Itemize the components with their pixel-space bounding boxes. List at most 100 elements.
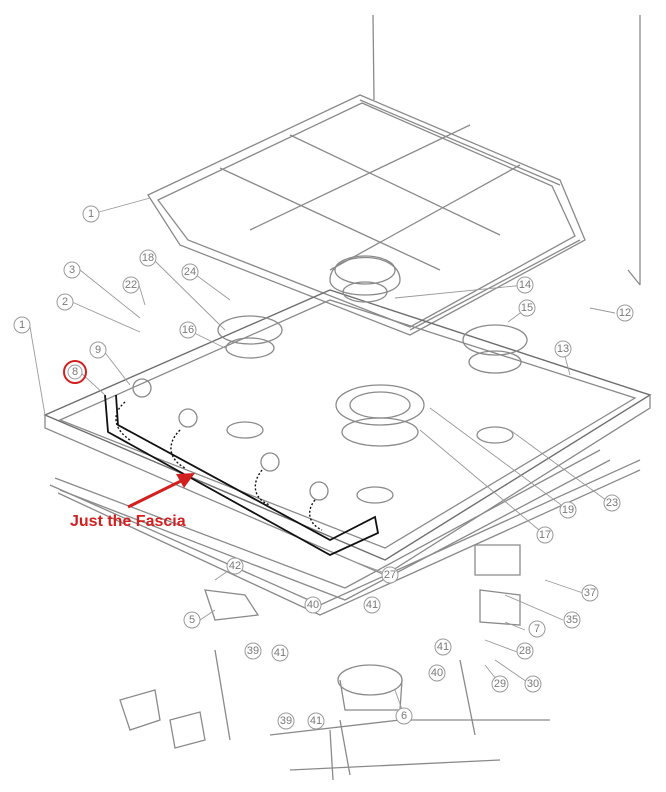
callout-bubble — [559, 501, 577, 519]
callout-label: 40 — [431, 667, 443, 679]
callout-bubble — [428, 664, 446, 682]
callout-1: 1 — [13, 316, 31, 334]
callout-3: 3 — [63, 261, 81, 279]
callout-label: 14 — [519, 279, 531, 291]
callout-15: 15 — [518, 299, 536, 317]
callout-bubble — [244, 642, 262, 660]
callout-bubble — [304, 596, 322, 614]
callout-label: 9 — [95, 344, 101, 356]
callout-bubble — [277, 712, 295, 730]
callout-12: 12 — [616, 304, 634, 322]
callout-bubble — [181, 263, 199, 281]
lower-components — [119, 544, 550, 781]
callout-17: 17 — [536, 526, 554, 544]
callout-42: 42 — [226, 557, 244, 575]
callout-label: 39 — [247, 645, 259, 657]
callout-bubble — [122, 276, 140, 294]
callouts: 1 — [82, 205, 100, 223]
burner-small-left — [217, 315, 283, 359]
callout-label: 37 — [584, 587, 596, 599]
callout-label: 1 — [88, 208, 94, 220]
callout-41: 41 — [271, 644, 289, 662]
callout-37: 37 — [581, 584, 599, 602]
callout-label: 6 — [401, 710, 407, 722]
callout-5: 5 — [183, 611, 201, 629]
callout-24: 24 — [181, 263, 199, 281]
callout-27: 27 — [381, 566, 399, 584]
burner-right — [462, 324, 528, 374]
callout-2: 2 — [56, 293, 74, 311]
callout-label: 3 — [69, 264, 75, 276]
callout-label: 23 — [606, 497, 618, 509]
callout-bubble — [536, 526, 554, 544]
annotation-label: Just the Fascia — [70, 513, 186, 530]
callout-label: 40 — [307, 599, 319, 611]
callout-16: 16 — [179, 321, 197, 339]
callout-bubble — [89, 341, 107, 359]
callout-label: 16 — [182, 324, 194, 336]
callout-41: 41 — [363, 596, 381, 614]
callout-9: 9 — [89, 341, 107, 359]
callout-bubble — [616, 304, 634, 322]
callout-bubble — [434, 638, 452, 656]
callout-label: 7 — [534, 623, 540, 635]
callout-bubble — [56, 293, 74, 311]
callout-7: 7 — [528, 620, 546, 638]
callout-bubble — [581, 584, 599, 602]
callout-bubble — [307, 712, 325, 730]
callout-bubble — [524, 675, 542, 693]
hob-top — [43, 289, 652, 601]
callout-28: 28 — [516, 642, 534, 660]
highlighted-part-label: 8 — [72, 366, 78, 378]
callout-label: 22 — [125, 279, 137, 291]
callout-bubble — [563, 611, 581, 629]
callout-bubble — [363, 596, 381, 614]
callout-41: 41 — [307, 712, 325, 730]
callout-bubble — [518, 299, 536, 317]
callout-label: 17 — [539, 529, 551, 541]
callout-label: 41 — [274, 647, 286, 659]
callout-bubble — [179, 321, 197, 339]
callout-bubble — [183, 611, 201, 629]
callout-bubble — [395, 707, 413, 725]
callout-40: 40 — [428, 664, 446, 682]
callout-label: 41 — [437, 641, 449, 653]
callout-label: 42 — [229, 560, 241, 572]
callout-label: 2 — [62, 296, 68, 308]
callout-label: 24 — [184, 266, 196, 278]
callout-6: 6 — [395, 707, 413, 725]
callout-leaders — [29, 197, 616, 716]
fascia-panel — [104, 378, 380, 557]
burner-large-centre — [335, 384, 425, 447]
callout-bubble — [381, 566, 399, 584]
callout-14: 14 — [516, 276, 534, 294]
callout-label: 19 — [562, 504, 574, 516]
callout-label: 15 — [521, 302, 533, 314]
callout-label: 35 — [566, 614, 578, 626]
callout-bubble — [516, 276, 534, 294]
callout-bubble — [516, 642, 534, 660]
callout-label: 29 — [494, 678, 506, 690]
callout-39: 39 — [277, 712, 295, 730]
burner-rear-centre — [334, 255, 396, 303]
callout-label: 12 — [619, 307, 631, 319]
callout-bubble — [226, 557, 244, 575]
callout-bubble — [528, 620, 546, 638]
callout-label: 1 — [19, 319, 25, 331]
callout-13: 13 — [554, 340, 572, 358]
callout-bubble — [139, 249, 157, 267]
highlight-part-8: 8 — [63, 360, 87, 384]
callout-bubble — [271, 644, 289, 662]
callout-39: 39 — [244, 642, 262, 660]
annotation-arrow — [127, 473, 195, 509]
callout-label: 27 — [384, 569, 396, 581]
callout-35: 35 — [563, 611, 581, 629]
callout-label: 30 — [527, 678, 539, 690]
burner-front-right — [226, 421, 514, 504]
callout-18: 18 — [139, 249, 157, 267]
back-panel — [372, 14, 641, 286]
callout-label: 28 — [519, 645, 531, 657]
callout-bubble — [554, 340, 572, 358]
callout-bubble — [491, 675, 509, 693]
